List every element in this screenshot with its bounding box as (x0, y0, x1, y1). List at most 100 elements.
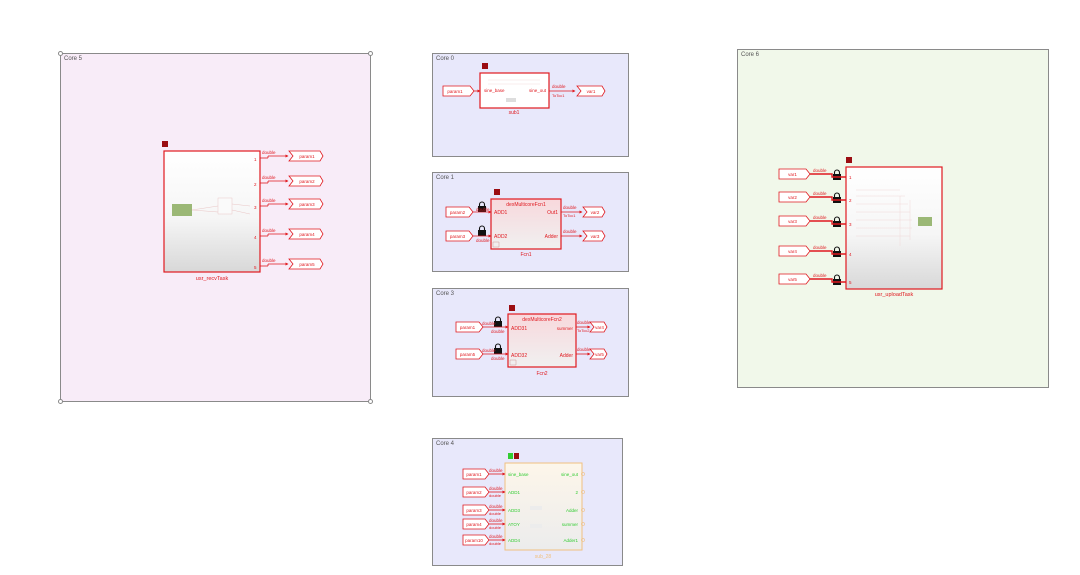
sub28-input-tag[interactable]: param4 (462, 518, 490, 530)
upload-input-tag[interactable]: var2 (778, 191, 811, 203)
sub1-input-param1[interactable]: param1 (442, 85, 481, 97)
sub1-block[interactable]: sine_base sine_out sub1 (479, 63, 550, 116)
fcn2-output-tag[interactable]: var4 (589, 321, 608, 333)
upload-input-tag[interactable]: var4 (778, 245, 811, 257)
sub28-input-tag[interactable]: param1 (462, 468, 490, 480)
sub28-input-tag[interactable]: param10 (462, 534, 490, 546)
signal-type-label: double (489, 504, 503, 509)
sub28-input-tag[interactable]: param2 (462, 486, 490, 498)
recv-output-tag[interactable]: param1 (288, 150, 324, 162)
fcn1-output-row[interactable]: double var3 (561, 229, 606, 242)
port-number-label: 3 (254, 205, 257, 210)
port-circle-icon (581, 490, 585, 494)
core-3-label: Core 3 (436, 291, 455, 297)
port-number-label: 3 (849, 222, 852, 227)
svg-text:param3: param3 (466, 508, 482, 513)
sub1-in-port: sine_base (484, 88, 505, 93)
port-number-label: 5 (849, 280, 852, 285)
resize-handle-icon[interactable] (368, 399, 373, 404)
lock-icon (494, 316, 502, 327)
signal-type-label: double (262, 198, 276, 203)
fcn2-block[interactable]: dexMulticoreFcn2 ADD31 ADD32 summer Adde… (507, 305, 577, 377)
signal-type-label: double (813, 191, 827, 196)
lock-icon (478, 225, 486, 236)
signal-type-label: double (813, 215, 827, 220)
signal-type-label: double (563, 205, 577, 210)
fcn2-out-port: Adder (560, 353, 574, 359)
recv-output-tag[interactable]: param3 (288, 198, 324, 210)
svg-text:param2: param2 (450, 210, 466, 215)
signal-type-label: double (489, 525, 502, 530)
core-4-label: Core 4 (436, 441, 455, 447)
svg-text:param10: param10 (465, 538, 483, 543)
fcn1-output-tag[interactable]: var3 (582, 230, 606, 242)
port-label: 2 (575, 490, 578, 495)
upload-input-tag[interactable]: var5 (778, 273, 811, 285)
fcn2-input-tag[interactable]: param5 (455, 348, 484, 360)
svg-text:param3: param3 (299, 202, 315, 207)
resize-handle-icon[interactable] (58, 51, 63, 56)
sub28-input-tag[interactable]: param3 (462, 504, 490, 516)
upload-task-block[interactable]: usr_uploadTask (845, 157, 943, 298)
resize-handle-icon[interactable] (368, 51, 373, 56)
scope-icon (918, 217, 932, 226)
fcn2-output-tag[interactable]: var5 (589, 348, 608, 360)
svg-text:var1: var1 (587, 89, 596, 94)
lock-icon (833, 192, 841, 203)
port-label: Adder (566, 508, 579, 513)
resize-handle-icon[interactable] (58, 399, 63, 404)
recv-output-tag[interactable]: param2 (288, 175, 324, 187)
lock-icon (494, 343, 502, 354)
svg-text:param5: param5 (299, 262, 315, 267)
svg-text:param1: param1 (299, 154, 315, 159)
fcn2-input-tag[interactable]: param1 (455, 321, 484, 333)
recv-output-row[interactable]: 3 double param3 (254, 198, 324, 210)
fcn1-block[interactable]: dexMulticoreFcn1 ADD1 ADD2 Out1 Adder Fc… (490, 189, 562, 258)
core-3-area[interactable]: Core 3 (432, 288, 629, 397)
fcn1-output-tag[interactable]: var2 (582, 206, 606, 218)
signal-type-label: double (563, 229, 577, 234)
port-label: ADD1 (508, 490, 521, 495)
fcn1-input-tag[interactable]: param2 (445, 206, 474, 218)
signal-type-label: double (262, 228, 276, 233)
recv-output-tag[interactable]: param5 (288, 258, 324, 270)
scope-icon (172, 204, 192, 216)
signal-type-label: double (482, 348, 496, 353)
sub28-block[interactable]: sub_28 (504, 453, 583, 560)
fcn2-out-port: summer (557, 326, 574, 331)
fcn1-out-port: Out1 (547, 210, 558, 216)
upload-input-tag[interactable]: var1 (778, 168, 811, 180)
core-0-label: Core 0 (436, 56, 455, 62)
upload-input-tag[interactable]: var3 (778, 215, 811, 227)
recv-task-block[interactable]: usr_recvTask (162, 141, 261, 282)
svg-text:var2: var2 (788, 195, 797, 200)
sub1-output-var1[interactable]: double ToTcc1 var1 (549, 84, 606, 98)
fcn1-input-tag[interactable]: param3 (445, 230, 474, 242)
port-label: Adder1 (563, 538, 578, 543)
signal-type-label: double (489, 541, 502, 546)
recv-output-tag[interactable]: param4 (288, 228, 324, 240)
port-number-label: 2 (254, 182, 257, 187)
svg-text:var1: var1 (788, 172, 797, 177)
